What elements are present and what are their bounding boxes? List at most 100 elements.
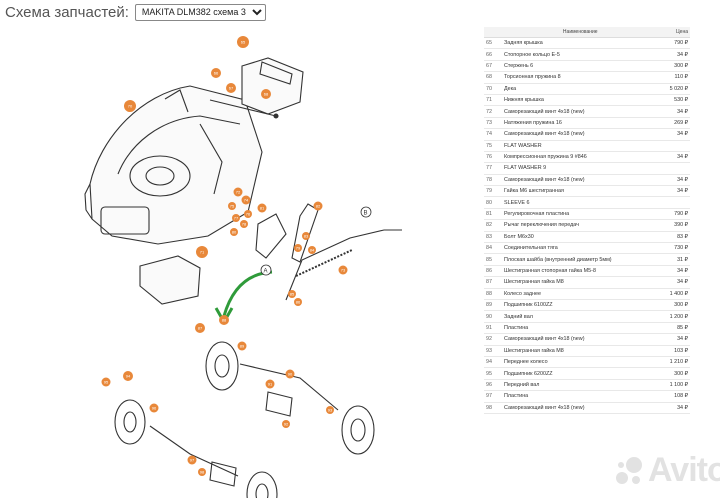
part-price-cell: 730 ₽ [658,242,690,255]
part-number-cell: 72 [484,105,502,118]
part-number-cell: 85 [484,253,502,266]
part-name-cell: Подшипник 6200ZZ [502,367,659,380]
part-name-cell: Саморезающий винт 4х18 (new) [502,402,659,414]
part-name-cell: Стопорное кольцо E-5 [502,48,659,61]
part-price-cell: 300 ₽ [658,60,690,73]
header-bar: Схема запчастей: MAKITA DLM382 схема 3 [0,0,266,24]
part-price-cell [658,140,690,152]
callout-98: 98 [200,470,205,475]
part-number-cell: 81 [484,208,502,221]
part-name-cell: FLAT WASHER [502,140,659,152]
adjust-plate [255,213,287,259]
part-number-cell: 93 [484,345,502,357]
callout-84: 84 [310,248,315,253]
part-name-cell: Пластина [502,322,659,335]
part-number-cell: 65 [484,37,502,50]
column-header-number [484,27,502,38]
page-title: Схема запчастей: [5,3,129,21]
callout-89: 89 [240,344,245,349]
part-price-cell: 1 210 ₽ [658,356,690,369]
part-number-cell: 88 [484,288,502,301]
part-number-cell: 89 [484,299,502,312]
part-name-cell: Пластина [502,390,659,403]
callout-76: 76 [246,212,251,217]
callout-93: 93 [328,408,333,413]
callout-91: 91 [268,382,273,387]
part-number-cell: 67 [484,60,502,73]
part-name-cell: Переднее колесо [502,356,659,369]
callout-67: 67 [229,86,234,91]
part-name-cell: Задний вал [502,310,659,323]
part-number-cell: 70 [484,83,502,95]
letter-b-1: B [364,211,368,217]
callout-74: 74 [244,198,249,203]
callout-94: 94 [126,374,131,379]
part-price-cell: 34 ₽ [658,128,690,141]
part-number-cell: 97 [484,390,502,403]
part-number-cell: 71 [484,94,502,107]
callout-78: 78 [242,222,247,227]
part-price-cell: 790 ₽ [658,37,690,50]
part-name-cell: Шестигранная стопорная гайка М5-8 [502,265,659,278]
part-name-cell: Дека [502,83,659,95]
part-name-cell: Колесо заднее [502,288,659,301]
part-price-cell: 790 ₽ [658,208,690,221]
table-header-row: Наименование Цена [484,27,690,38]
callout-92: 92 [284,422,289,427]
part-number-cell: 94 [484,356,502,369]
part-name-cell: Регулировочная пластина [502,208,659,221]
letter-a-1: A [264,269,268,275]
part-price-cell: 31 ₽ [658,253,690,266]
part-name-cell: Нижняя крышка [502,94,659,107]
callout-77: 77 [234,216,239,221]
part-number-cell: 73 [484,117,502,130]
part-number-cell: 84 [484,242,502,255]
front-wheel-a [114,399,146,445]
part-name-cell: Задняя крышка [502,37,659,50]
grass-chute [139,255,201,305]
part-name-cell: SLEEVE 6 [502,196,659,209]
part-number-cell: 68 [484,71,502,84]
part-name-cell: Стержень 6 [502,60,659,73]
callout-68: 68 [264,92,269,97]
callout-80: 80 [232,230,237,235]
model-select[interactable]: MAKITA DLM382 схема 3 [134,3,266,21]
part-price-cell: 300 ₽ [658,299,690,312]
callout-70: 70 [128,104,133,109]
part-number-cell: 90 [484,310,502,323]
part-price-cell: 34 ₽ [658,174,690,187]
